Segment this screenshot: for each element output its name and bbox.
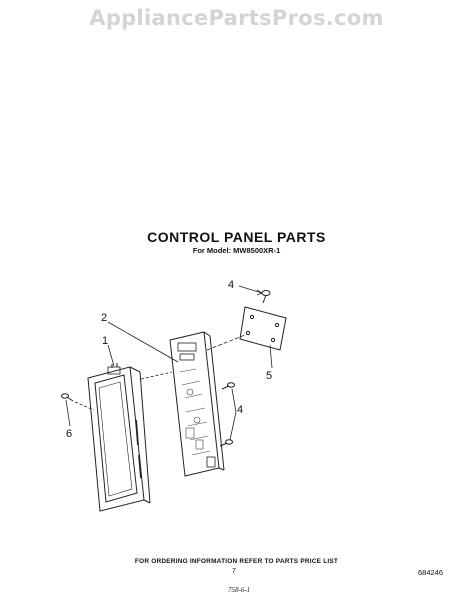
screw-6 (61, 393, 74, 402)
model-subtitle: For Model: MW8500XR-1 (192, 246, 281, 255)
diagram-title: CONTROL PANEL PARTS (147, 229, 326, 245)
part-1-panel-frame (87, 363, 151, 512)
document-number: 684246 (418, 568, 444, 577)
part-5-bracket-plate (239, 306, 287, 351)
screw-top (261, 290, 271, 304)
part-2-circuit-board (169, 331, 225, 477)
callout-2: 2 (101, 312, 108, 324)
ordering-note: FOR ORDERING INFORMATION REFER TO PARTS … (134, 558, 339, 565)
callout-1: 1 (102, 335, 109, 347)
screw-mid-1 (221, 382, 235, 390)
watermark: AppliancePartsPros.com (89, 6, 384, 30)
handwritten-note: 758-6-1 (228, 586, 251, 594)
page-number: 7 (232, 568, 236, 575)
callout-6: 6 (66, 428, 73, 440)
callout-5: 5 (266, 370, 273, 382)
callout-4-top: 4 (228, 279, 235, 291)
screw-mid-2 (219, 439, 233, 447)
callout-4-mid: 4 (237, 404, 244, 416)
